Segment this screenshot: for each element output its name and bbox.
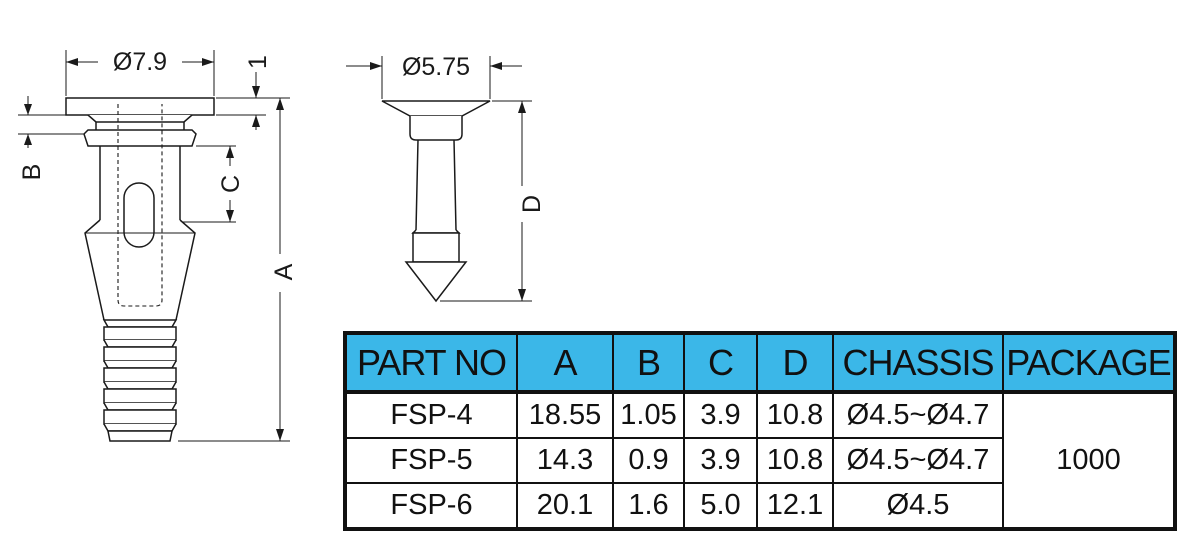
- cell-package: 1000: [1002, 391, 1176, 530]
- cell-part-no: FSP-6: [344, 482, 518, 530]
- table-row: FSP-5 14.3 0.9 3.9 10.8 Ø4.5~Ø4.7: [344, 437, 1175, 484]
- cell-c: 3.9: [683, 391, 758, 439]
- rivet-body-view: [65, 97, 215, 442]
- cell-b: 0.9: [612, 437, 685, 484]
- cell-b: 1.6: [612, 482, 685, 530]
- cell-chassis: Ø4.5~Ø4.7: [832, 391, 1004, 439]
- header-chassis: CHASSIS: [832, 332, 1004, 394]
- cell-c: 5.0: [683, 482, 758, 530]
- header-c: C: [683, 332, 758, 394]
- dimension-pin-head-diameter: Ø5.75: [346, 53, 522, 99]
- cell-part-no: FSP-4: [344, 391, 518, 439]
- dimension-flange-thickness: 1: [216, 55, 272, 130]
- spec-table: PART NO A B C D CHASSIS PACKAGE FSP-4 18…: [343, 331, 1177, 531]
- table-row: FSP-6 20.1 1.6 5.0 12.1 Ø4.5: [344, 482, 1175, 530]
- dimension-c: C: [182, 145, 245, 223]
- pin-head-diameter-label: Ø5.75: [402, 53, 470, 81]
- cell-a: 18.55: [516, 391, 614, 439]
- header-d: D: [756, 332, 834, 394]
- flange-thickness-label: 1: [244, 55, 272, 69]
- dimension-a: A: [178, 97, 298, 442]
- cell-d: 10.8: [756, 391, 834, 439]
- header-part-no: PART NO: [344, 332, 518, 394]
- header-package: PACKAGE: [1002, 332, 1176, 394]
- header-a: A: [516, 332, 614, 394]
- dim-a-label: A: [270, 263, 298, 280]
- cell-chassis: Ø4.5: [832, 482, 1004, 530]
- cell-d: 10.8: [756, 437, 834, 484]
- header-b: B: [612, 332, 685, 394]
- table-header-row: PART NO A B C D CHASSIS PACKAGE: [344, 332, 1176, 394]
- table-row: FSP-4 18.55 1.05 3.9 10.8 Ø4.5~Ø4.7 1000: [344, 391, 1176, 530]
- dimension-d: D: [440, 100, 546, 302]
- dim-d-label: D: [518, 195, 546, 213]
- cell-chassis: Ø4.5~Ø4.7: [832, 437, 1004, 484]
- dimension-flange-diameter: Ø7.9: [65, 48, 215, 96]
- rivet-pin-view: [381, 100, 491, 303]
- dim-b-label: B: [18, 164, 46, 181]
- cell-d: 12.1: [756, 482, 834, 530]
- cell-part-no: FSP-5: [344, 437, 518, 484]
- cell-c: 3.9: [683, 437, 758, 484]
- cell-a: 20.1: [516, 482, 614, 530]
- cell-a: 14.3: [516, 437, 614, 484]
- cell-b: 1.05: [612, 391, 685, 439]
- dim-c-label: C: [217, 175, 245, 193]
- dimension-b: B: [18, 96, 86, 180]
- flange-diameter-label: Ø7.9: [113, 48, 167, 76]
